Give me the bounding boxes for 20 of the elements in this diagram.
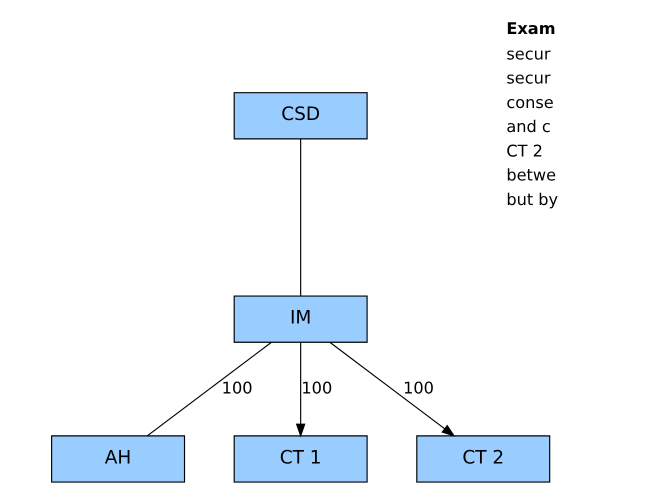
connector bbox=[146, 342, 272, 436]
label: conse bbox=[506, 92, 554, 112]
node-box: AH bbox=[51, 435, 186, 483]
arrow bbox=[330, 342, 456, 437]
label: secur bbox=[506, 68, 550, 88]
node-box: CT 1 bbox=[234, 435, 368, 483]
node-box: IM bbox=[234, 295, 368, 343]
label: CT 2 bbox=[506, 141, 543, 160]
edge-label: 100 bbox=[403, 378, 434, 398]
edge-label: 100 bbox=[301, 378, 332, 398]
node-box: CSD bbox=[234, 92, 368, 140]
connector bbox=[300, 139, 302, 296]
label: but by bbox=[506, 190, 558, 209]
label: betwe bbox=[506, 166, 556, 185]
label: secur bbox=[506, 44, 550, 64]
node-box: CT 2 bbox=[416, 435, 550, 483]
edge-label: 100 bbox=[222, 378, 253, 398]
label: and c bbox=[506, 117, 551, 136]
label: Exam bbox=[506, 18, 556, 38]
arrow bbox=[296, 342, 306, 438]
